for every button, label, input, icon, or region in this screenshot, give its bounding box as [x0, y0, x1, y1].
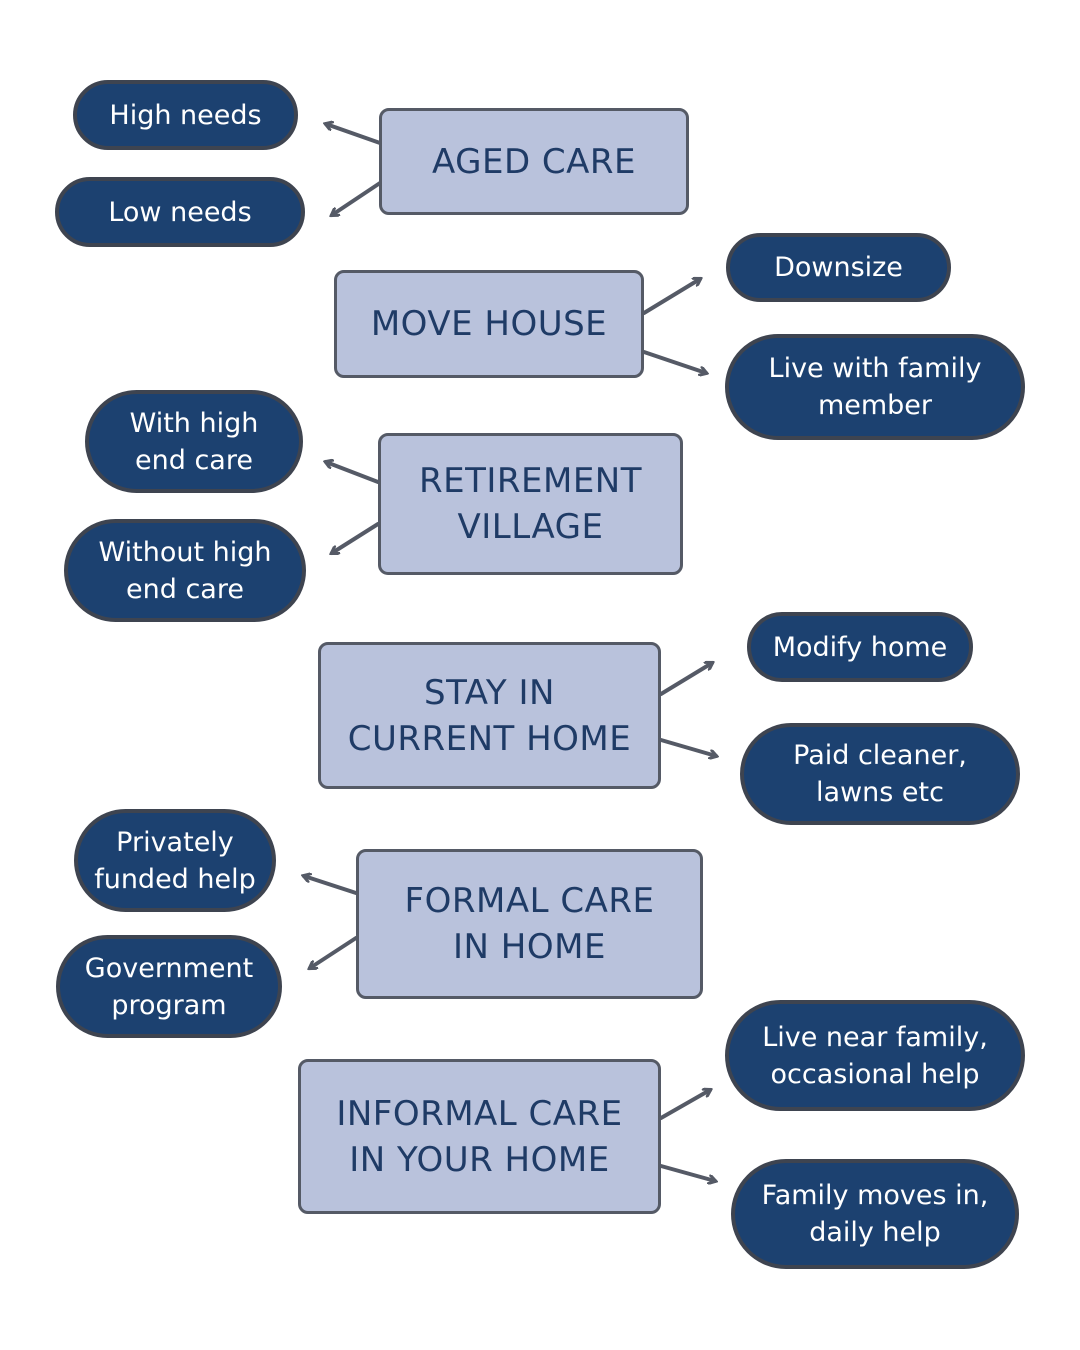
- arrow-move-house-live-with-family: [642, 350, 706, 373]
- option-live-with-family-member: Live with family member: [725, 334, 1025, 440]
- node-aged-care: AGED CARE: [379, 108, 689, 215]
- option-government-program-label: Government program: [84, 952, 254, 1021]
- option-downsize: Downsize: [726, 233, 951, 302]
- option-high-needs-label: High needs: [109, 99, 262, 131]
- option-paid-cleaner-label: Paid cleaner, lawns etc: [793, 740, 967, 808]
- arrow-retirement-with-high-end-care: [326, 462, 380, 484]
- arrow-formal-government-program: [310, 936, 358, 968]
- arrow-aged-care-high-needs: [326, 124, 382, 145]
- option-live-with-family-member-label: Live with family member: [768, 353, 982, 421]
- node-aged-care-label: AGED CARE: [431, 141, 637, 182]
- option-modify-home: Modify home: [747, 612, 973, 682]
- node-informal-care-in-your-home: INFORMAL CARE IN YOUR HOME: [298, 1059, 661, 1214]
- arrow-stay-paid-cleaner: [659, 738, 716, 756]
- node-informal-care-in-your-home-label: INFORMAL CARE IN YOUR HOME: [336, 1093, 623, 1180]
- arrow-informal-live-near-family: [659, 1090, 710, 1120]
- option-with-high-end-care-label: With high end care: [129, 407, 259, 476]
- option-privately-funded-help-label: Privately funded help: [94, 826, 256, 895]
- option-without-high-end-care-label: Without high end care: [98, 536, 272, 605]
- option-downsize-label: Downsize: [774, 252, 903, 283]
- node-move-house: MOVE HOUSE: [334, 270, 644, 378]
- option-live-near-family: Live near family, occasional help: [725, 1000, 1025, 1111]
- option-paid-cleaner: Paid cleaner, lawns etc: [740, 723, 1020, 825]
- option-with-high-end-care: With high end care: [85, 390, 303, 493]
- node-move-house-label: MOVE HOUSE: [370, 304, 608, 344]
- option-family-moves-in-label: Family moves in, daily help: [761, 1180, 989, 1248]
- option-live-near-family-label: Live near family, occasional help: [762, 1021, 988, 1090]
- arrow-move-house-downsize: [642, 279, 700, 315]
- option-government-program: Government program: [56, 935, 282, 1038]
- arrow-retirement-without-high-end-care: [332, 522, 380, 553]
- node-formal-care-in-home-label: FORMAL CARE IN HOME: [404, 881, 655, 967]
- option-family-moves-in: Family moves in, daily help: [731, 1159, 1019, 1269]
- node-retirement-village-label: RETIREMENT VILLAGE: [418, 461, 643, 547]
- arrow-stay-modify-home: [659, 663, 712, 696]
- node-stay-in-current-home-label: STAY IN CURRENT HOME: [347, 672, 632, 759]
- option-without-high-end-care: Without high end care: [64, 519, 306, 622]
- option-low-needs: Low needs: [55, 177, 305, 247]
- node-stay-in-current-home: STAY IN CURRENT HOME: [318, 642, 661, 789]
- option-privately-funded-help: Privately funded help: [74, 809, 276, 912]
- node-formal-care-in-home: FORMAL CARE IN HOME: [356, 849, 703, 999]
- arrow-formal-privately-funded: [304, 876, 358, 895]
- arrow-informal-family-moves-in: [659, 1164, 715, 1181]
- arrow-aged-care-low-needs: [332, 181, 382, 215]
- option-modify-home-label: Modify home: [772, 631, 948, 663]
- option-high-needs: High needs: [73, 80, 298, 150]
- option-low-needs-label: Low needs: [108, 196, 252, 228]
- node-retirement-village: RETIREMENT VILLAGE: [378, 433, 683, 575]
